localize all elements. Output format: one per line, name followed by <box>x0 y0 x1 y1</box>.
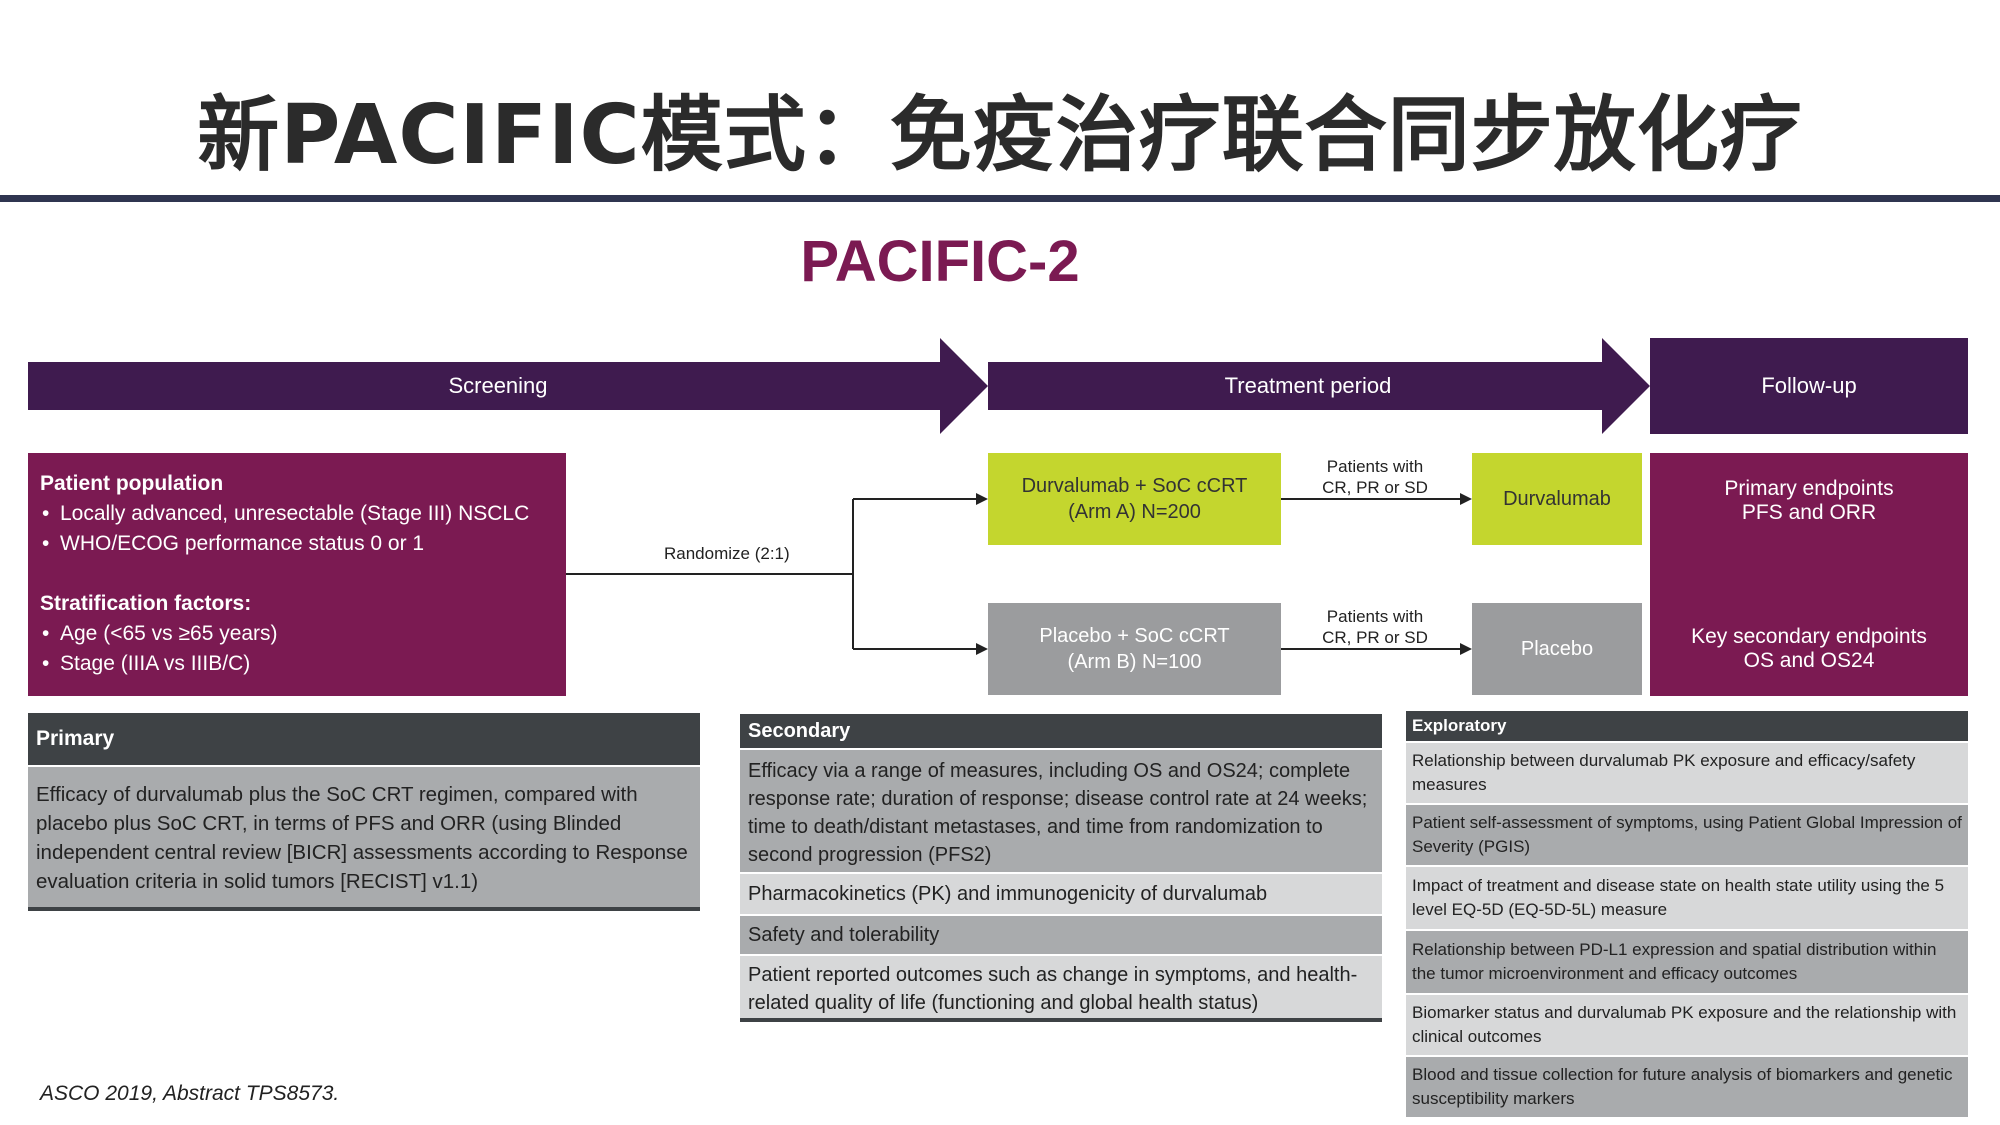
secondary-row: Pharmacokinetics (PK) and immunogenicity… <box>740 874 1382 914</box>
screening-arrow <box>28 338 988 434</box>
exploratory-row: Relationship between durvalumab PK expos… <box>1406 743 1968 803</box>
exploratory-row: Biomarker status and durvalumab PK expos… <box>1406 995 1968 1055</box>
response-label-line2: CR, PR or SD <box>1322 478 1428 497</box>
followup-box <box>1650 338 1968 434</box>
response-label-a: Patients with CR, PR or SD <box>1290 456 1460 498</box>
phase-followup: Follow-up <box>1761 373 1857 398</box>
secondary-row: Patient reported outcomes such as change… <box>740 956 1382 1022</box>
exploratory-row: Patient self-assessment of symptoms, usi… <box>1406 805 1968 865</box>
arm-a-box: Durvalumab + SoC cCRT (Arm A) N=200 <box>988 453 1281 545</box>
secondary-endpoints-line2: OS and OS24 <box>1743 649 1875 672</box>
arm-b-arrowhead <box>976 643 988 655</box>
primary-endpoints: Primary endpoints PFS and ORR <box>1650 477 1968 525</box>
treatment-arrow <box>988 338 1650 434</box>
secondary-endpoints-line1: Key secondary endpoints <box>1691 625 1927 648</box>
randomize-label: Randomize (2:1) <box>664 544 790 563</box>
slide-title: 新PACIFIC模式：免疫治疗联合同步放化疗 <box>197 88 1803 183</box>
stratification-header: Stratification factors: <box>40 592 252 615</box>
response-label-line2: CR, PR or SD <box>1322 628 1428 647</box>
maintenance-placebo-box: Placebo <box>1472 603 1642 695</box>
primary-panel-header: Primary <box>28 713 700 765</box>
arm-a-line1: Durvalumab + SoC cCRT <box>1021 475 1248 497</box>
citation-footnote: ASCO 2019, Abstract TPS8573. <box>40 1082 340 1105</box>
response-label-line1: Patients with <box>1326 457 1424 476</box>
stratification-item: Stage (IIIA vs IIIB/C) <box>40 649 554 679</box>
patient-population-box: Patient population Locally advanced, unr… <box>28 453 566 696</box>
primary-endpoints-line1: Primary endpoints <box>1724 477 1894 500</box>
primary-endpoints-line2: PFS and ORR <box>1741 501 1877 524</box>
secondary-row: Efficacy via a range of measures, includ… <box>740 750 1382 872</box>
secondary-panel-header: Secondary <box>740 714 1382 748</box>
population-item: Locally advanced, unresectable (Stage II… <box>40 499 554 529</box>
maintenance-a-label: Durvalumab <box>1503 488 1611 510</box>
endpoints-box: Primary endpoints PFS and ORR Key second… <box>1650 453 1968 696</box>
phase-screening: Screening <box>448 373 548 398</box>
population-item: WHO/ECOG performance status 0 or 1 <box>40 529 554 559</box>
response-a-arrowhead <box>1460 493 1472 505</box>
arm-b-line2: (Arm B) N=100 <box>1067 651 1202 673</box>
population-header: Patient population <box>40 472 224 495</box>
exploratory-row: Relationship between PD-L1 expression an… <box>1406 931 1968 993</box>
response-label-b: Patients with CR, PR or SD <box>1290 606 1460 648</box>
primary-panel-text: Efficacy of durvalumab plus the SoC CRT … <box>28 767 700 911</box>
arm-a-arrowhead <box>976 493 988 505</box>
title-divider <box>0 195 2000 202</box>
maintenance-durvalumab-box: Durvalumab <box>1472 453 1642 545</box>
arm-b-line1: Placebo + SoC cCRT <box>1039 625 1230 647</box>
exploratory-panel-header: Exploratory <box>1406 711 1968 741</box>
response-b-arrowhead <box>1460 643 1472 655</box>
secondary-row: Safety and tolerability <box>740 916 1382 954</box>
response-label-line1: Patients with <box>1326 607 1424 626</box>
stratification-list: Age (<65 vs ≥65 years) Stage (IIIA vs II… <box>40 619 554 679</box>
arm-a-line2: (Arm A) N=200 <box>1068 501 1201 523</box>
exploratory-row: Impact of treatment and disease state on… <box>1406 867 1968 929</box>
stratification-item: Age (<65 vs ≥65 years) <box>40 619 554 649</box>
maintenance-b-label: Placebo <box>1520 638 1594 660</box>
exploratory-row: Blood and tissue collection for future a… <box>1406 1057 1968 1117</box>
study-name: PACIFIC-2 <box>800 229 1080 294</box>
population-list: Locally advanced, unresectable (Stage II… <box>40 499 554 559</box>
secondary-endpoints: Key secondary endpoints OS and OS24 <box>1650 625 1968 673</box>
phase-treatment: Treatment period <box>1224 373 1392 398</box>
arm-b-box: Placebo + SoC cCRT (Arm B) N=100 <box>988 603 1281 695</box>
